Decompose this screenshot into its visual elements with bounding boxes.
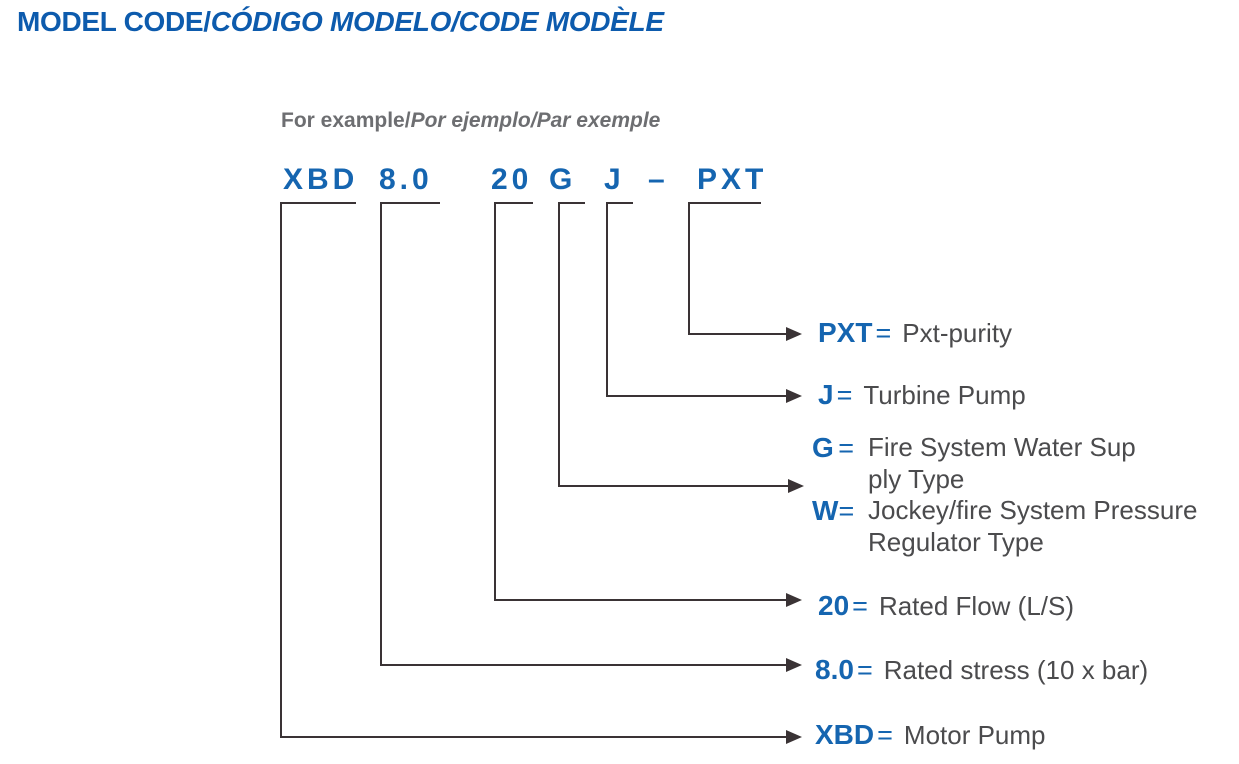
legend-pump-desc: Motor Pump [903, 720, 1046, 750]
connector-flow [494, 202, 788, 601]
legend-g-code: G [812, 432, 834, 463]
legend-pxt-desc: Pxt-purity [902, 318, 1013, 348]
legend-stress-equals: = [856, 655, 873, 685]
example-caption-english: For example/ [281, 109, 411, 132]
connector-stress [380, 202, 788, 666]
legend-pxt-code: PXT [818, 317, 873, 348]
arrowhead-j-icon [786, 389, 802, 403]
legend-flow-desc: Rated Flow (L/S) [878, 591, 1075, 621]
code-separator-dash: – [648, 163, 665, 196]
legend-j-code: J [818, 379, 834, 410]
legend-w-code: W [812, 495, 839, 526]
connector-j [606, 202, 788, 397]
legend-j-equals: = [836, 380, 853, 410]
legend-w-desc-line1: Jockey/fire System Pressure [868, 495, 1198, 525]
legend-flow-equals: = [852, 591, 868, 621]
underline-g [558, 202, 585, 204]
legend-g-desc: Fire System Water Sup ply Type [868, 432, 1136, 495]
example-caption-translations: Por ejemplo/Par exemple [410, 109, 661, 132]
code-segment-xbd: XBD [283, 163, 359, 196]
code-segment-flow: 20 [491, 163, 533, 196]
legend-row-pxt: PXT = Pxt-purity [818, 317, 1012, 349]
underline-stress [380, 202, 440, 204]
page-title: MODEL CODE/CÓDIGO MODELO/CODE MODÈLE [17, 6, 664, 38]
underline-flow [494, 202, 533, 204]
legend-j-desc: Turbine Pump [863, 380, 1026, 410]
connector-pxt [688, 202, 788, 335]
example-caption: For example/Por ejemplo/Par exemple [281, 109, 660, 133]
underline-pxt [688, 202, 761, 204]
arrowhead-stress-icon [786, 658, 802, 672]
code-segment-stress: 8.0 [379, 163, 433, 196]
legend-pump-code: XBD [815, 719, 875, 750]
code-segment-g: G [549, 163, 577, 196]
legend-row-g: G = Fire System Water Sup ply Type [812, 432, 1197, 495]
legend-row-flow: 20 = Rated Flow (L/S) [818, 590, 1074, 622]
legend-row-j: J = Turbine Pump [818, 379, 1026, 411]
legend-row-w: W = Jockey/fire System Pressure Regulato… [812, 495, 1197, 558]
legend-w-equals: = [838, 496, 855, 526]
legend-g-desc-line2: ply Type [868, 463, 965, 494]
legend-flow-code: 20 [818, 590, 850, 621]
arrowhead-g-icon [788, 479, 804, 493]
code-segment-pxt: PXT [697, 163, 768, 196]
legend-w-desc: Jockey/fire System Pressure Regulator Ty… [868, 495, 1197, 558]
legend-row-pump: XBD = Motor Pump [815, 719, 1046, 751]
connector-xbd [280, 202, 788, 738]
page-title-english: MODEL CODE/ [17, 6, 211, 37]
arrowhead-xbd-icon [786, 730, 802, 744]
legend-g-desc-line1: Fire System Water Sup [868, 432, 1136, 462]
legend-g-equals: = [838, 433, 854, 463]
connector-g [558, 202, 790, 487]
legend-pump-equals: = [877, 720, 893, 750]
legend-pxt-equals: = [875, 318, 892, 348]
arrowhead-flow-icon [786, 593, 802, 607]
legend-w-desc-line2: Regulator Type [868, 526, 1044, 557]
legend-stress-code: 8.0 [815, 654, 854, 685]
underline-j [606, 202, 633, 204]
legend-row-stress: 8.0 = Rated stress (10 x bar) [815, 654, 1148, 686]
arrowhead-pxt-icon [786, 327, 802, 341]
code-segment-j: J [604, 163, 625, 196]
legend-block-gw: G = Fire System Water Sup ply Type W = J… [812, 432, 1197, 558]
legend-stress-desc: Rated stress (10 x bar) [883, 655, 1149, 685]
underline-xbd [280, 202, 356, 204]
page-title-translations: CÓDIGO MODELO/CODE MODÈLE [210, 6, 664, 37]
